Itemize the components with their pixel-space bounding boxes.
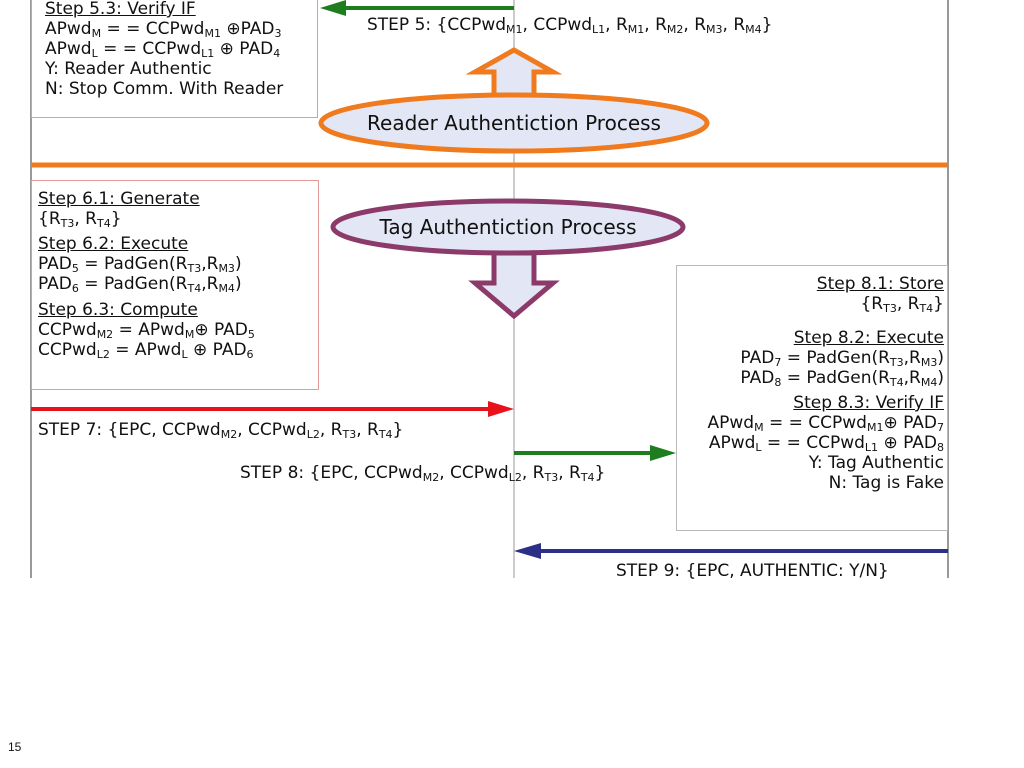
step8-1-line: {RT3, RT4} — [860, 294, 944, 315]
step6-1-line: {RT3, RT4} — [38, 209, 122, 230]
step8-1-title: Step 8.1: Store — [816, 274, 944, 294]
step8-arrow — [514, 445, 676, 461]
step6-2-line2: PAD6 = PadGen(RT4,RM4) — [38, 274, 242, 295]
step7-message: STEP 7: {EPC, CCPwdM2, CCPwdL2, RT3, RT4… — [38, 420, 404, 441]
step6-1-title: Step 6.1: Generate — [38, 189, 200, 209]
step8-3-line2: APwdL = = CCPwdL1 ⊕ PAD8 — [708, 433, 944, 454]
down-arrow — [468, 250, 560, 320]
step6-3-title: Step 6.3: Compute — [38, 300, 198, 320]
step8-3-line3: Y: Tag Authentic — [808, 453, 944, 473]
reader-oval-shape — [318, 92, 710, 154]
step9-arrow — [514, 543, 948, 559]
tag-authentication-label: Tag Authentiction Process — [379, 215, 637, 239]
step5-3-line4: N: Stop Comm. With Reader — [45, 79, 284, 99]
step8-box: Step 8.1: Store {RT3, RT4} Step 8.2: Exe… — [676, 265, 948, 531]
step6-box: Step 6.1: Generate {RT3, RT4} Step 6.2: … — [31, 180, 319, 390]
step6-2-title: Step 6.2: Execute — [38, 234, 189, 254]
step5-3-title: Step 5.3: Verify IF — [45, 0, 196, 19]
step5-3-line1: APwdM = = CCPwdM1 ⊕PAD3 — [45, 19, 282, 40]
step6-3-line2: CCPwdL2 = APwdL ⊕ PAD6 — [38, 340, 254, 361]
page-number: 15 — [8, 740, 22, 754]
step5-3-line2: APwdL = = CCPwdL1 ⊕ PAD4 — [45, 39, 281, 60]
step9-message: STEP 9: {EPC, AUTHENTIC: Y/N} — [616, 561, 889, 581]
step8-message: STEP 8: {EPC, CCPwdM2, CCPwdL2, RT3, RT4… — [240, 463, 606, 484]
step5-arrow — [320, 0, 514, 16]
step6-2-line1: PAD5 = PadGen(RT3,RM3) — [38, 254, 242, 275]
step8-2-title: Step 8.2: Execute — [793, 328, 944, 348]
step8-3-line4: N: Tag is Fake — [828, 473, 944, 493]
step7-arrow — [31, 401, 514, 417]
step8-2-line2: PAD8 = PadGen(RT4,RM4) — [740, 368, 944, 389]
reader-authentication-label: Reader Authentiction Process — [367, 111, 661, 135]
tag-oval-shape — [330, 198, 686, 256]
step8-3-line1: APwdM = = CCPwdM1⊕ PAD7 — [707, 413, 944, 434]
step6-3-line1: CCPwdM2 = APwdM⊕ PAD5 — [38, 320, 255, 341]
step8-3-title: Step 8.3: Verify IF — [793, 393, 944, 413]
step5-message: STEP 5: {CCPwdM1, CCPwdL1, RM1, RM2, RM3… — [367, 15, 773, 36]
step5-3-box: Step 5.3: Verify IF APwdM = = CCPwdM1 ⊕P… — [31, 0, 318, 118]
step8-2-line1: PAD7 = PadGen(RT3,RM3) — [740, 348, 944, 369]
step5-3-line3: Y: Reader Authentic — [45, 59, 212, 79]
